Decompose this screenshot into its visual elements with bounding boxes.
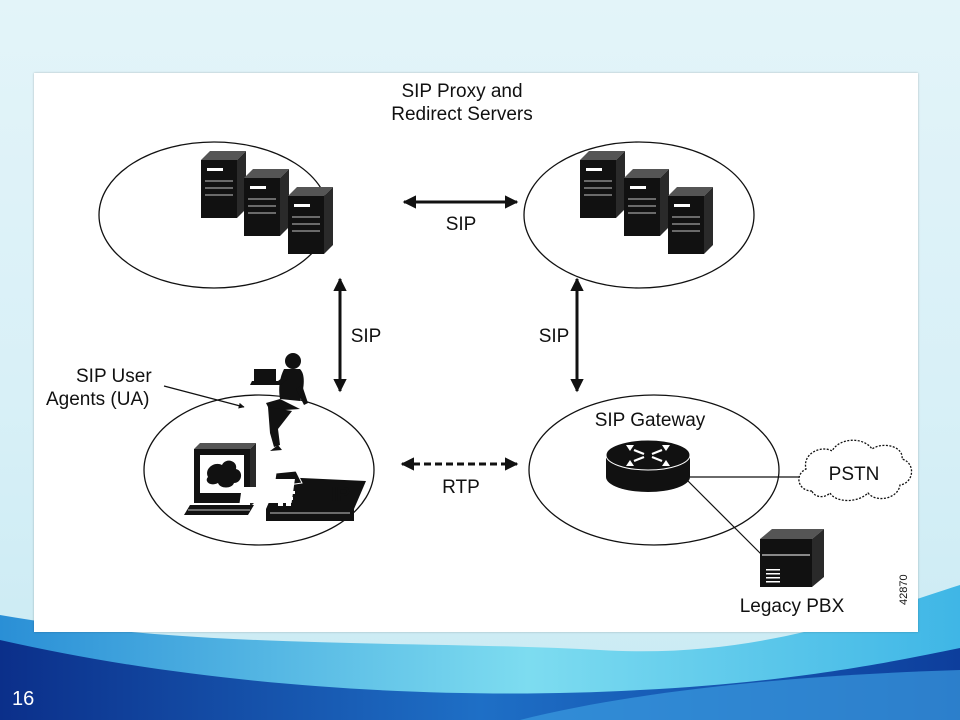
- server-icon: [579, 150, 626, 219]
- ip-phone-icon: IP: [239, 470, 366, 521]
- sip-label-top: SIP: [446, 214, 477, 235]
- servers-caption-line1: SIP Proxy and: [401, 81, 522, 102]
- server-icon: [667, 186, 714, 255]
- desktop-computer-icon: [184, 443, 256, 515]
- user-agent-cluster: [143, 394, 375, 546]
- server-icon: [287, 186, 334, 255]
- pstn-cloud-icon: [798, 439, 913, 502]
- figure-panel: SIP Proxy and Redirect Servers SIP SIP S…: [34, 73, 918, 632]
- user-with-laptop-icon: [250, 353, 308, 451]
- sip-label-right: SIP: [539, 326, 570, 347]
- pbx-label: Legacy PBX: [740, 596, 845, 617]
- router-icon: [605, 439, 691, 492]
- page-number: 16: [12, 688, 35, 710]
- gateway-cluster: [528, 394, 780, 546]
- pstn-label: PSTN: [829, 464, 880, 485]
- servers-caption-line2: Redirect Servers: [391, 104, 533, 125]
- ua-pointer-arrow: [163, 385, 245, 409]
- sip-architecture-diagram: SIP Proxy and Redirect Servers SIP SIP S…: [46, 81, 913, 617]
- pbx-link: [687, 480, 763, 556]
- rtp-label: RTP: [442, 477, 480, 498]
- server-icon: [200, 150, 247, 219]
- proxy-server-cluster-right: [523, 141, 755, 289]
- pbx-icon: [760, 529, 824, 587]
- server-icon: [623, 168, 670, 237]
- figure-id: 42870: [898, 574, 910, 605]
- ip-phone-label: IP: [331, 484, 350, 506]
- sip-label-left: SIP: [351, 326, 382, 347]
- server-icon: [243, 168, 290, 237]
- gateway-caption: SIP Gateway: [595, 410, 706, 431]
- ua-caption-line1: SIP User: [76, 366, 152, 387]
- ua-caption-line2: Agents (UA): [46, 389, 149, 410]
- wave-highlight: [520, 670, 960, 720]
